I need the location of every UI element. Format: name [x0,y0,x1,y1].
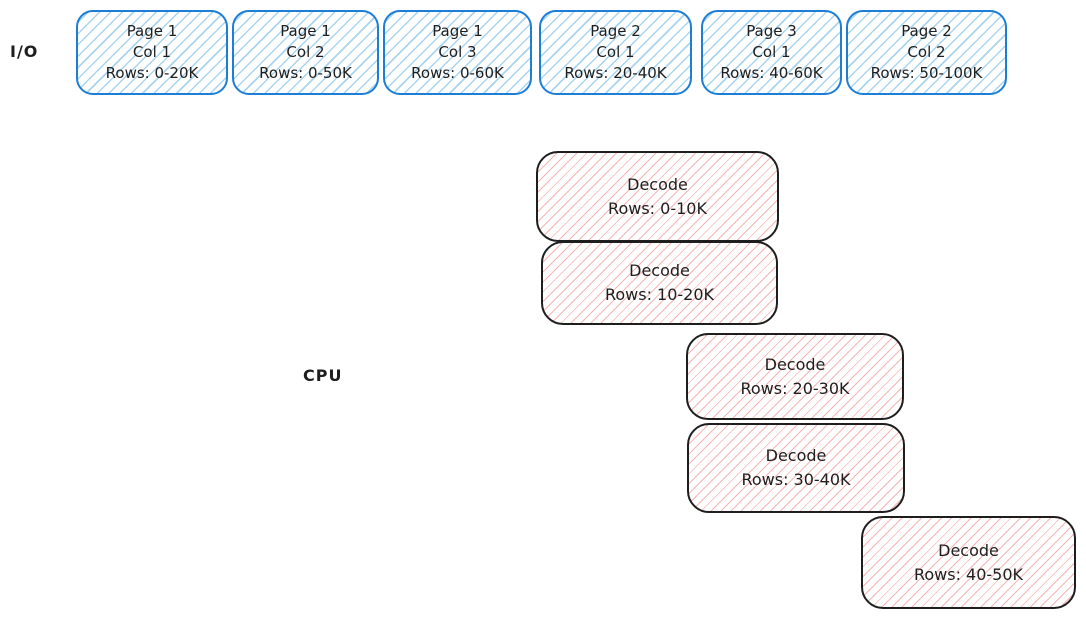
col-label: Col 1 [132,43,172,61]
rows-label: Rows: 0-50K [259,64,352,82]
rows-label: Rows: 0-10K [608,198,707,218]
rows-label: Rows: 20-40K [564,64,667,82]
rows-label: Rows: 10-20K [604,285,715,304]
col-label: Col 2 [907,43,946,61]
rows-label: Rows: 40-50K [913,564,1024,584]
io-page-box: Page 1 Col 3 Rows: 0-60K [383,10,532,95]
cpu-decode-box: Decode Rows: 10-20K [541,241,778,325]
col-label: Col 2 [286,43,325,61]
io-page-box: Page 2 Col 2 Rows: 50-100K [846,10,1007,95]
io-lane-label: I/O [10,42,39,61]
col-label: Col 3 [438,43,477,61]
decode-label: Decode [764,354,826,374]
rows-label: Rows: 40-60K [720,64,823,82]
page-label: Page 3 [746,22,797,40]
page-label: Page 2 [901,22,952,40]
cpu-decode-box: Decode Rows: 20-30K [686,333,904,420]
io-page-box: Page 2 Col 1 Rows: 20-40K [539,10,692,95]
cpu-decode-box: Decode Rows: 0-10K [536,151,779,242]
io-page-box: Page 3 Col 1 Rows: 40-60K [701,10,842,95]
col-label: Col 1 [752,43,791,61]
rows-label: Rows: 50-100K [870,64,983,82]
decode-label: Decode [627,174,688,194]
decode-label: Decode [765,446,827,465]
page-label: Page 1 [280,22,331,40]
rows-label: Rows: 30-40K [741,470,851,489]
page-label: Page 1 [432,22,483,40]
io-page-box: Page 1 Col 2 Rows: 0-50K [232,10,379,95]
cpu-lane-label: CPU [303,366,343,385]
page-label: Page 2 [590,22,641,40]
cpu-decode-box: Decode Rows: 40-50K [861,516,1076,609]
cpu-decode-box: Decode Rows: 30-40K [687,423,905,513]
decode-label: Decode [629,261,690,280]
rows-label: Rows: 0-20K [105,64,199,82]
decode-label: Decode [938,540,999,560]
rows-label: Rows: 20-30K [740,378,850,398]
col-label: Col 1 [596,43,635,61]
rows-label: Rows: 0-60K [411,64,504,82]
io-page-box: Page 1 Col 1 Rows: 0-20K [76,10,228,95]
page-label: Page 1 [126,22,178,40]
